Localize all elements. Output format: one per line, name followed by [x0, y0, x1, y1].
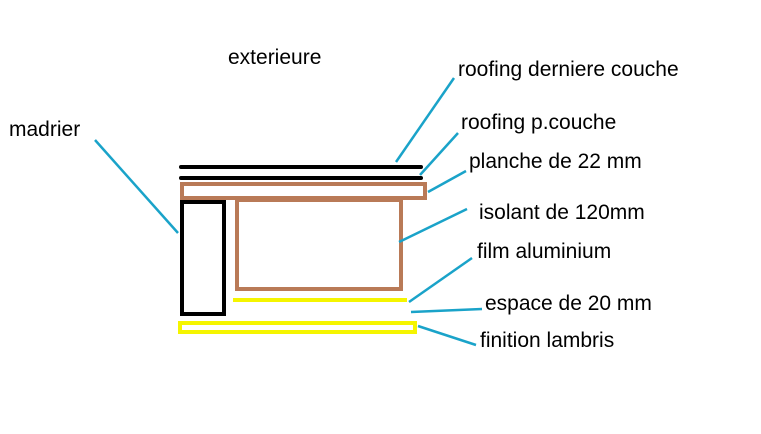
lambris-finish	[178, 321, 417, 334]
madrier-label: madrier	[9, 118, 81, 141]
planche-label: planche de 22 mm	[469, 150, 642, 173]
leader-planche	[427, 169, 467, 194]
leader-roofing-top	[394, 77, 456, 163]
leader-film	[408, 256, 473, 304]
isolant-label: isolant de 120mm	[479, 201, 645, 224]
leader-finition	[417, 324, 477, 347]
planche-board	[180, 182, 427, 200]
isolant-block	[235, 198, 403, 291]
leader-isolant	[398, 207, 468, 244]
leader-roofing-first	[419, 132, 459, 176]
exterior-label: exterieure	[228, 46, 322, 69]
roofing-first-label: roofing p.couche	[461, 111, 617, 134]
roofing-top-label: roofing derniere couche	[458, 58, 679, 81]
leader-madrier	[94, 139, 179, 234]
film-label: film aluminium	[477, 240, 612, 263]
finition-label: finition lambris	[480, 329, 615, 352]
madrier-beam	[180, 200, 226, 316]
espace-label: espace de 20 mm	[485, 292, 652, 315]
leader-espace	[410, 307, 483, 314]
